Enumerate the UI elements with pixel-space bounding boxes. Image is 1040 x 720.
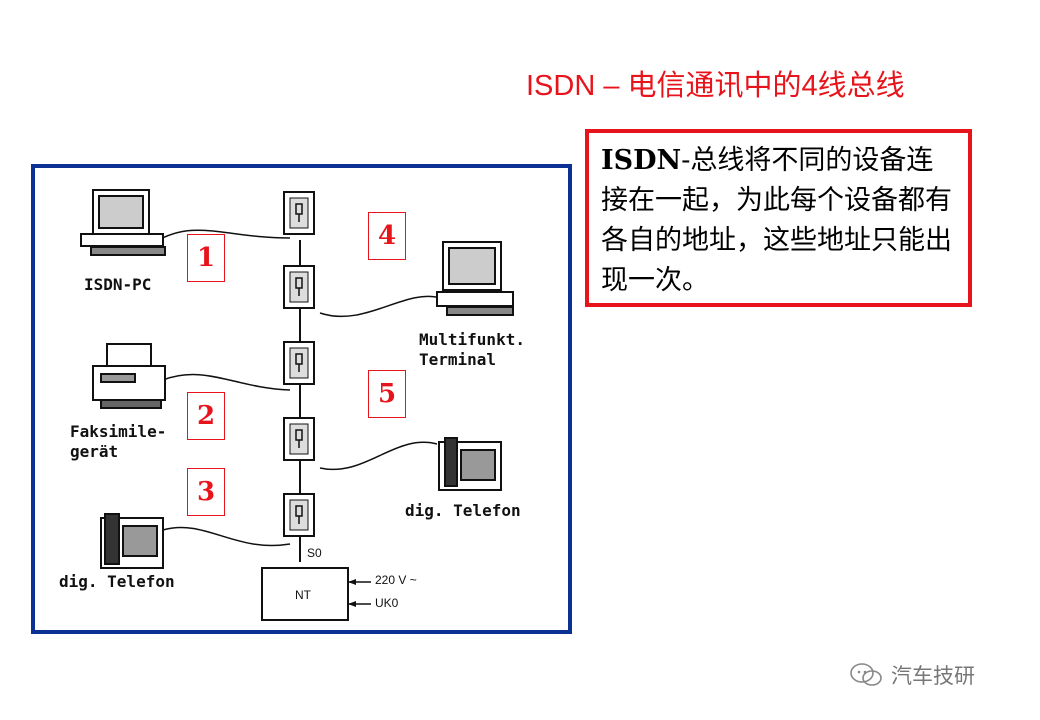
label-isdn-pc: ISDN-PC [84,275,152,294]
label-telefon-left: dig. Telefon [59,572,175,591]
label-multifunkt-line1: Multifunkt. [419,330,525,349]
address-number-4: 4 [368,212,406,260]
diagram-drawing [80,189,514,621]
label-fax: Faksimile- gerät [70,422,166,462]
label-fax-line1: Faksimile- [70,422,167,441]
socket-outlets [283,191,315,537]
address-number-3: 3 [187,468,225,516]
isdn-pc-icon [80,189,166,256]
telephone-left-icon [100,513,164,569]
telephone-right-icon [438,437,502,491]
label-uk0: UK0 [375,596,399,610]
cable-pc [154,229,291,243]
label-s0: S0 [307,546,322,560]
watermark: 汽车技研 [849,660,975,690]
label-multifunkt-line2: Terminal [419,350,497,369]
label-multifunkt: Multifunkt. Terminal [419,330,525,370]
address-number-1: 1 [187,234,225,282]
note-box: ISDN-总线将不同的设备连接在一起，为此每个设备都有各自的地址，这些地址只能出… [585,129,972,307]
watermark-text: 汽车技研 [891,664,975,688]
note-bold-term: ISDN [601,145,682,176]
note-text: ISDN-总线将不同的设备连接在一起，为此每个设备都有各自的地址，这些地址只能出… [601,141,957,301]
socket-icon [283,493,315,537]
label-fax-line2: gerät [70,442,119,461]
label-telefon-right: dig. Telefon [405,501,521,520]
isdn-bus-diagram: 1 4 5 2 3 ISDN-PC Multifunkt. Terminal F… [31,164,572,634]
wechat-icon [850,663,882,686]
slide-title: ISDN – 电信通讯中的4线总线 [526,70,905,102]
cable-phone-left [162,526,291,547]
label-voltage: 220 V ~ [375,573,417,587]
cable-phone-right [319,441,438,471]
cable-fax [162,373,291,391]
fax-icon [92,343,166,409]
nt-line-arrows [348,579,356,607]
address-number-2: 2 [187,392,225,440]
label-nt: NT [295,588,311,602]
nt-box [261,567,349,621]
cable-terminal [319,295,441,318]
socket-icon [283,417,315,461]
address-number-5: 5 [368,370,406,418]
multifunction-terminal-icon [436,241,514,316]
socket-icon [283,191,315,235]
socket-icon [283,341,315,385]
note-body: -总线将不同的设备连接在一起，为此每个设备都有各自的地址，这些地址只能出现一次。 [601,145,952,296]
socket-icon [283,265,315,309]
